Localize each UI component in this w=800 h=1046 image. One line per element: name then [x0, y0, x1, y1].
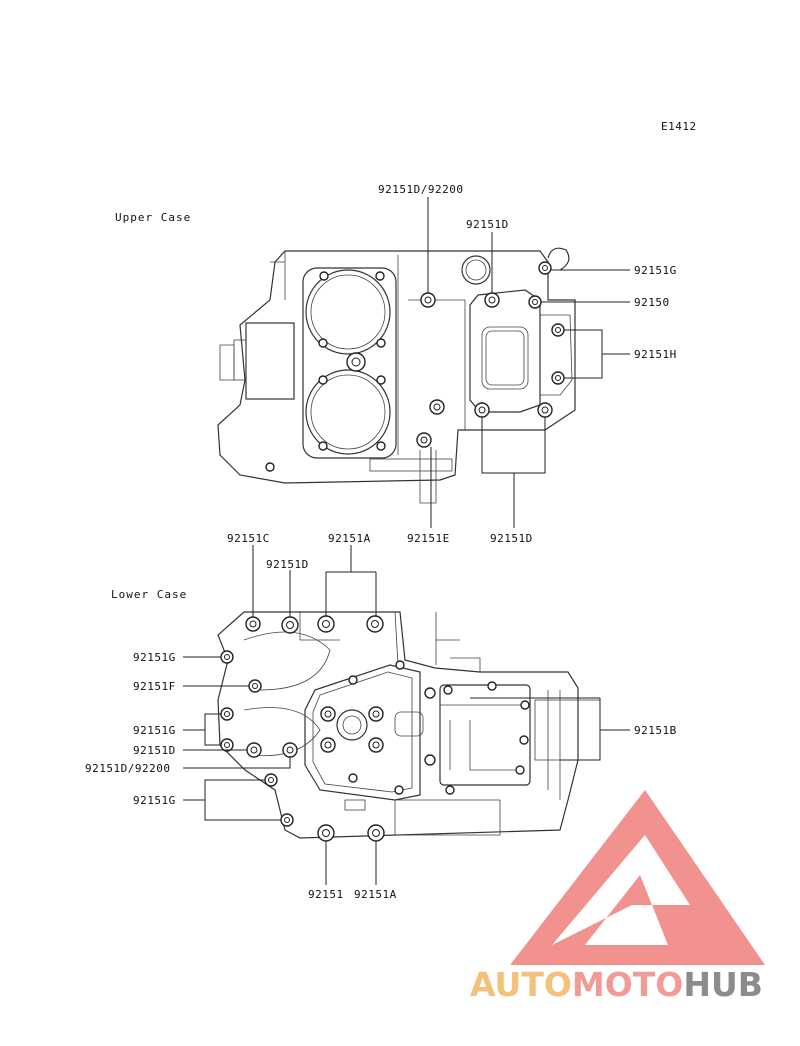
lower-case-drawing: [217, 611, 601, 842]
label-lower-92151g-3: 92151G: [133, 794, 176, 807]
logo-text-hub: HUB: [683, 965, 763, 1004]
label-upper-92151h: 92151H: [634, 348, 677, 361]
label-lower-92151d-top: 92151D: [266, 558, 309, 571]
label-lower-92151d-left: 92151D: [133, 744, 176, 757]
svg-text:AUTOMOTOHUB: AUTOMOTOHUB: [470, 965, 763, 1004]
label-lower-92151b: 92151B: [634, 724, 677, 737]
label-lower-92151a-top: 92151A: [328, 532, 371, 545]
lower-leader-lines: [183, 545, 630, 885]
label-lower-92151f: 92151F: [133, 680, 176, 693]
label-lower-92151g-1: 92151G: [133, 651, 176, 664]
upper-case-heading: Upper Case: [115, 211, 191, 224]
label-upper-92151d-92200: 92151D/92200: [378, 183, 463, 196]
upper-leader-lines: [427, 197, 630, 528]
label-lower-92151d-92200: 92151D/92200: [85, 762, 170, 775]
label-upper-92151e: 92151E: [407, 532, 450, 545]
label-upper-92150: 92150: [634, 296, 670, 309]
label-upper-92151d-top: 92151D: [466, 218, 509, 231]
label-upper-92151d-bottom: 92151D: [490, 532, 533, 545]
label-lower-92151: 92151: [308, 888, 344, 901]
automotohub-logo: AUTOMOTOHUB: [470, 790, 765, 1004]
lower-case-heading: Lower Case: [111, 588, 187, 601]
logo-text-auto: AUTO: [470, 965, 572, 1004]
logo-text-moto: MOTO: [572, 965, 683, 1004]
figure-code: E1412: [661, 120, 697, 133]
label-upper-92151g: 92151G: [634, 264, 677, 277]
label-lower-92151a-bottom: 92151A: [354, 888, 397, 901]
label-lower-92151c: 92151C: [227, 532, 270, 545]
upper-case-drawing: [217, 247, 576, 504]
label-lower-92151g-2: 92151G: [133, 724, 176, 737]
